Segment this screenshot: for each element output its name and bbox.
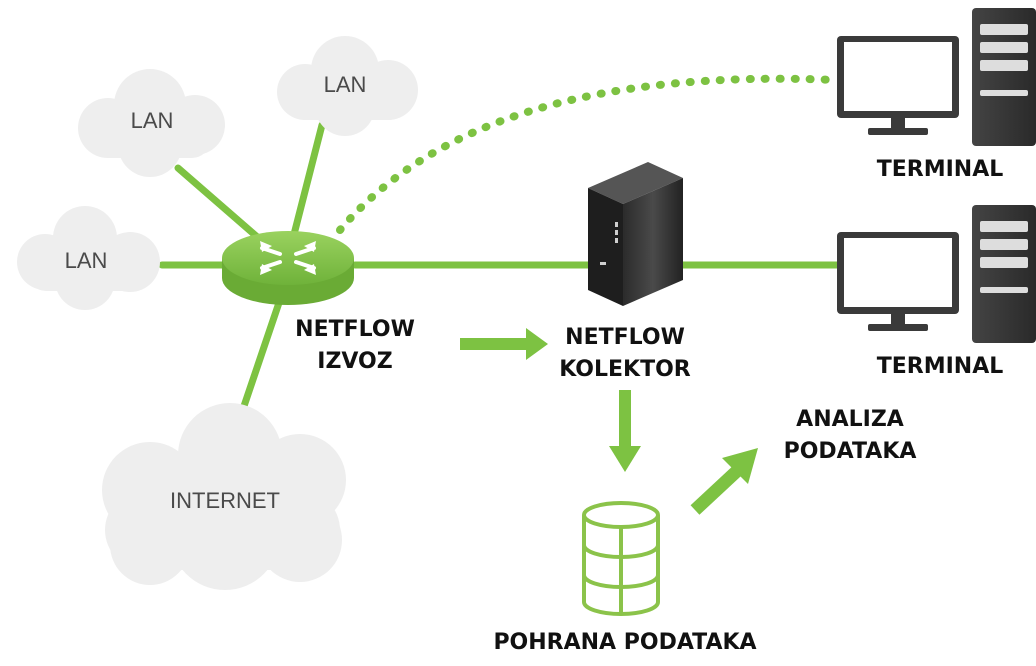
label-data-analysis: ANALIZA PODATAKA: [765, 404, 935, 468]
label-analysis-line2: PODATAKA: [783, 439, 917, 464]
cloud-label-lan-left: LAN: [65, 248, 108, 273]
arrow-storage-to-analysis: [690, 448, 758, 515]
desktop-tower-icon: [972, 205, 1036, 343]
terminal-bottom: [837, 205, 1036, 343]
monitor-icon: [837, 36, 959, 135]
label-terminal-bottom: TERMINAL: [876, 354, 1004, 379]
database-icon: [582, 501, 660, 616]
cloud-icon: [78, 69, 225, 177]
monitor-icon: [837, 232, 959, 331]
label-netflow-export: NETFLOW IZVOZ: [290, 314, 420, 378]
cloud-lan-left-upper: LAN: [78, 69, 225, 177]
label-analysis-line1: ANALIZA: [796, 407, 904, 432]
label-terminal-top: TERMINAL: [876, 157, 1004, 182]
cloud-label-internet: INTERNET: [170, 488, 280, 513]
cloud-icon: [277, 36, 418, 136]
arrow-icon: [460, 328, 758, 515]
label-data-storage: POHRANA PODATAKA: [493, 630, 757, 655]
terminal-top: [837, 8, 1036, 146]
router-icon: [222, 231, 354, 305]
label-netflow-collector: NETFLOW KOLEKTOR: [545, 322, 705, 386]
server-tower-icon: [588, 162, 683, 306]
arrow-collector-to-storage: [609, 390, 641, 472]
label-collector-line2: KOLEKTOR: [559, 357, 691, 382]
desktop-tower-icon: [972, 8, 1036, 146]
link-router-internet: [238, 281, 289, 416]
cloud-lan-top: LAN: [277, 36, 418, 136]
label-collector-line1: NETFLOW: [565, 325, 685, 350]
cloud-lan-left: LAN: [17, 206, 160, 310]
link-router-terminal-wireless: [336, 74, 839, 234]
cloud-internet: INTERNET: [102, 403, 346, 590]
label-netflow-export-line2: IZVOZ: [317, 349, 393, 374]
connection-lines: [158, 74, 844, 416]
link-router-lan-left-upper: [174, 164, 274, 252]
cloud-label-lan-left-upper: LAN: [131, 108, 174, 133]
link-router-lan-top: [286, 121, 326, 254]
cloud-label-lan-top: LAN: [324, 72, 367, 97]
arrow-export-to-collector: [460, 328, 548, 360]
label-netflow-export-line1: NETFLOW: [295, 317, 415, 342]
cloud-icon: [102, 403, 346, 590]
cloud-icon: [17, 206, 160, 310]
